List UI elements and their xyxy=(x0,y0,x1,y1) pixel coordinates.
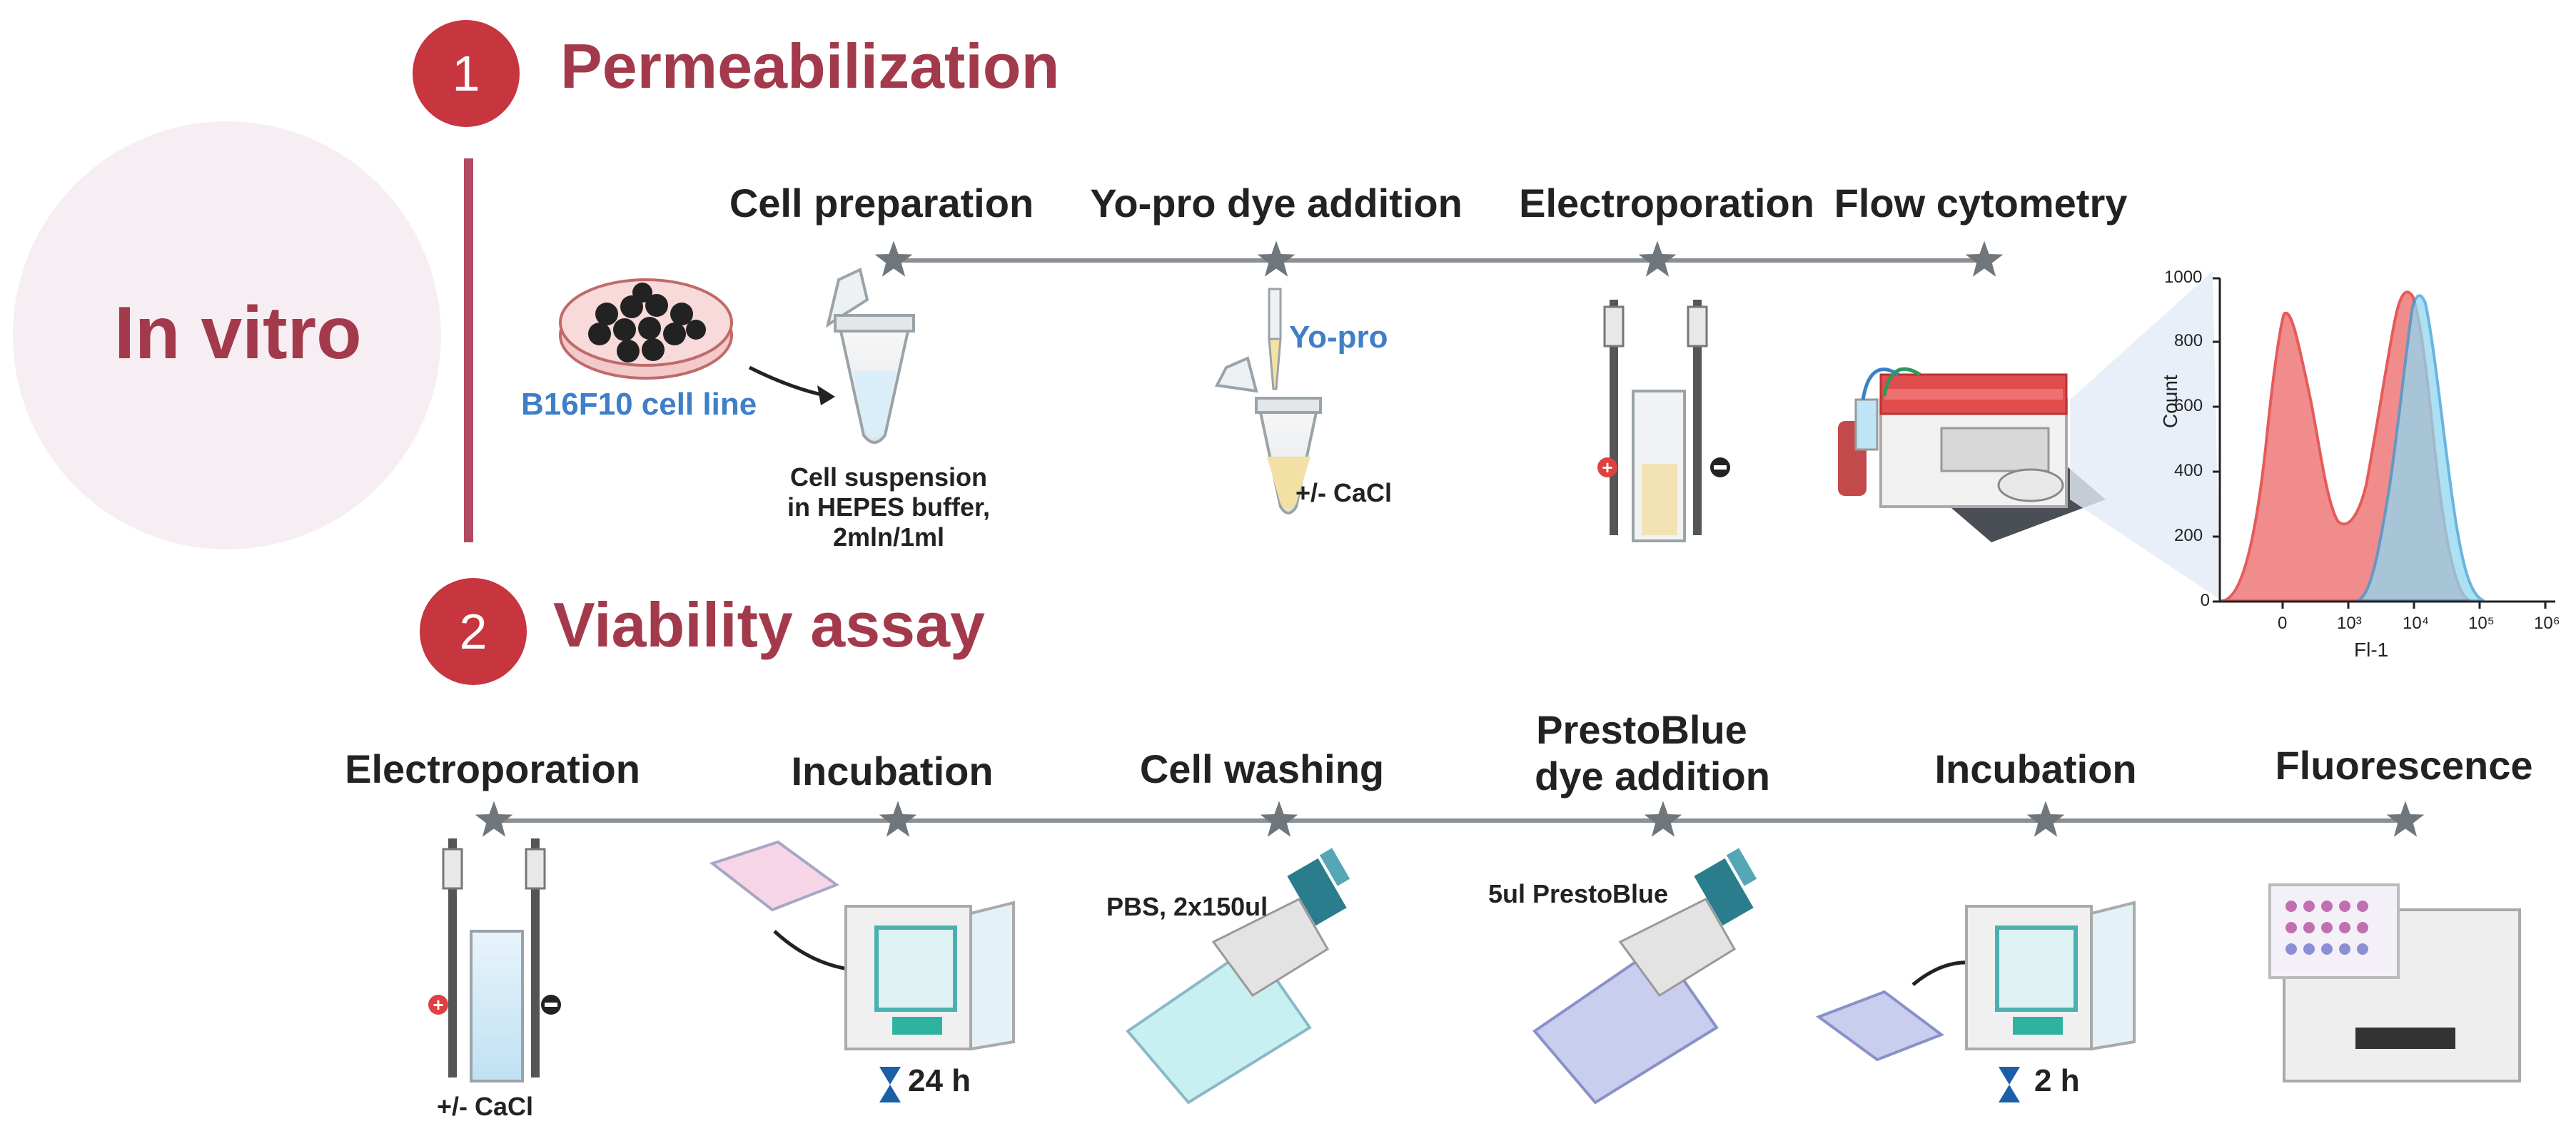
yopro-caption: Yo-pro xyxy=(1289,320,1388,355)
timeline-star-cell-preparation xyxy=(874,240,913,277)
suspension-caption-line1: Cell suspension xyxy=(789,462,988,492)
zoom-wedge xyxy=(2070,271,2220,599)
arrow-to-tube xyxy=(748,365,829,398)
step-label-incubation-2: Incubation xyxy=(1934,746,2137,791)
suspension-caption-line3: 2mln/1ml xyxy=(832,522,945,552)
eppendorf-tube-2 xyxy=(1214,356,1322,514)
cuvette-electroporation-1: + xyxy=(1597,300,1730,542)
cuvette-electroporation-2: + xyxy=(428,838,561,1082)
section-1-badge: 1 xyxy=(413,20,520,127)
step-label-electroporation: Electroporation xyxy=(1519,181,1814,225)
prestoblue-caption: 5ul PrestoBlue xyxy=(1488,879,1669,908)
section-2-badge: 2 xyxy=(420,578,527,685)
step-label-yopro: Yo-pro dye addition xyxy=(1090,181,1463,225)
timeline-star-yopro xyxy=(1257,240,1295,277)
row1-timeline xyxy=(874,240,2004,277)
histogram-ytick: 200 xyxy=(2174,526,2203,545)
histogram-xtick: 10⁴ xyxy=(2403,614,2430,633)
svg-text:+: + xyxy=(433,994,443,1015)
suspension-caption-line2: in HEPES buffer, xyxy=(787,492,991,522)
petri-dish-illustration xyxy=(559,278,733,380)
incubator-1 xyxy=(844,901,1015,1051)
histogram-xtick: 10⁵ xyxy=(2468,614,2495,633)
incubator-2 xyxy=(1965,901,2136,1051)
multichannel-pipette-2 xyxy=(1618,848,1757,998)
histogram-ytick: 1000 xyxy=(2164,268,2203,287)
timeline-star-incubation xyxy=(879,801,917,837)
timeline-star-fluorescence xyxy=(2386,801,2425,837)
histogram-xlabel: Fl-1 xyxy=(2354,639,2389,661)
section-2-title: Viability assay xyxy=(553,589,985,660)
timeline-star-flow-cytometry xyxy=(1965,240,2004,277)
step-label-flow-cytometry: Flow cytometry xyxy=(1834,181,2128,225)
plate-reader-illustration xyxy=(2268,883,2521,1082)
step-label-prestoblue-line2: dye addition xyxy=(1535,754,1770,798)
timeline-star-electroporation xyxy=(1638,240,1677,277)
flow-histogram xyxy=(2213,277,2555,609)
histogram-ytick: 0 xyxy=(2200,591,2210,610)
row2-timeline xyxy=(475,801,2425,837)
step-label-prestoblue-line1: PrestoBlue xyxy=(1536,707,1747,752)
incubation-time-2: 2 h xyxy=(2034,1063,2080,1098)
in-vitro-label: In vitro xyxy=(114,292,362,375)
svg-text:+: + xyxy=(1602,457,1612,478)
histogram-ytick: 400 xyxy=(2174,461,2203,480)
step-label-cell-washing: Cell washing xyxy=(1139,746,1385,791)
section-1-title: Permeabilization xyxy=(560,31,1060,101)
in-vitro-circle xyxy=(13,121,441,549)
cacl-caption-1: +/- CaCl xyxy=(1295,478,1393,507)
cacl-caption-2: +/- CaCl xyxy=(437,1092,534,1121)
timeline-star-washing xyxy=(1260,801,1298,837)
multichannel-pipette-1 xyxy=(1211,848,1350,998)
yopro-pipette-illustration xyxy=(1268,288,1282,390)
eppendorf-tube-1 xyxy=(825,268,915,444)
timeline-star-prestoblue xyxy=(1644,801,1682,837)
step-label-cell-preparation: Cell preparation xyxy=(729,181,1034,225)
histogram-ytick: 800 xyxy=(2174,331,2203,350)
histogram-ytick: 600 xyxy=(2174,396,2203,415)
flow-cytometer-illustration xyxy=(1838,367,2106,542)
pbs-caption: PBS, 2x150ul xyxy=(1106,892,1268,921)
hourglass-icon-1 xyxy=(879,1067,901,1102)
histogram-xtick: 0 xyxy=(2278,614,2288,633)
blue-well-plate-2 xyxy=(1815,990,1945,1062)
step-label-fluorescence: Fluorescence xyxy=(2275,743,2533,788)
cell-line-caption: B16F10 cell line xyxy=(521,387,757,422)
section-divider xyxy=(464,158,473,542)
timeline-star-incubation-2 xyxy=(2026,801,2065,837)
timeline-star-electroporation-2 xyxy=(475,801,513,837)
histogram-xtick: 10⁶ xyxy=(2534,614,2560,633)
step-label-incubation: Incubation xyxy=(791,749,994,793)
incubation-time-1: 24 h xyxy=(908,1063,971,1098)
histogram-xtick: 10³ xyxy=(2337,614,2362,633)
step-label-electroporation-2: Electroporation xyxy=(345,746,640,791)
hourglass-icon-2 xyxy=(1999,1067,2020,1102)
pink-well-plate xyxy=(709,840,840,912)
